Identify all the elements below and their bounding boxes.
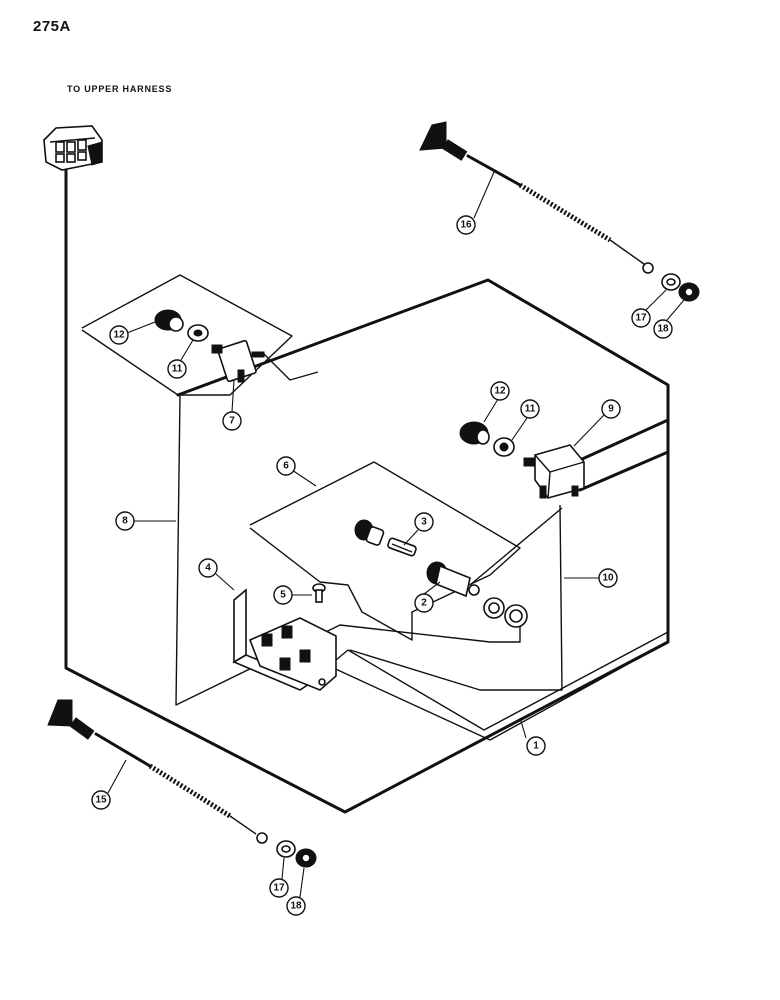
callout-c9: 9 xyxy=(601,399,621,419)
callout-number: 4 xyxy=(205,563,211,574)
callout-circle xyxy=(109,325,129,345)
callout-number: 12 xyxy=(113,330,125,341)
callout-number: 10 xyxy=(602,573,614,584)
callout-c12b: 12 xyxy=(490,381,510,401)
callout-c4: 4 xyxy=(198,558,218,578)
knob-12-right xyxy=(459,421,490,445)
nut-11-right xyxy=(493,437,515,457)
callout-circle xyxy=(526,736,546,756)
callout-c2: 2 xyxy=(414,593,434,613)
callout-circle xyxy=(167,359,187,379)
bracket-4 xyxy=(232,588,314,691)
callout-circle xyxy=(91,790,111,810)
callout-c6: 6 xyxy=(276,456,296,476)
callout-c8: 8 xyxy=(115,511,135,531)
upper-harness-connector xyxy=(43,125,103,171)
callout-number: 5 xyxy=(280,590,286,601)
callout-circle xyxy=(598,568,618,588)
callout-circle xyxy=(222,411,242,431)
callout-number: 2 xyxy=(421,598,427,609)
terminal-block xyxy=(248,617,337,691)
control-cable-15 xyxy=(47,699,268,844)
nut-11-left xyxy=(187,324,209,342)
callout-c10: 10 xyxy=(598,568,618,588)
wire-10 xyxy=(349,504,563,691)
callout-number: 17 xyxy=(273,883,285,894)
fuse-holder-washers xyxy=(483,597,528,628)
washer-17-lower xyxy=(276,840,296,858)
fuse-holder-2 xyxy=(426,561,480,598)
callout-circle xyxy=(653,319,673,339)
callout-number: 11 xyxy=(172,364,183,375)
callout-number: 3 xyxy=(421,517,427,528)
callout-circle xyxy=(414,593,434,613)
callout-circle xyxy=(631,308,651,328)
callout-circle xyxy=(276,456,296,476)
leader-lines xyxy=(107,171,685,898)
callout-number: 17 xyxy=(635,313,647,324)
nut-18-lower xyxy=(295,848,317,868)
callout-c3: 3 xyxy=(414,512,434,532)
callout-number: 11 xyxy=(525,404,536,415)
fuse-3 xyxy=(387,537,417,557)
callout-c11a: 11 xyxy=(167,359,187,379)
callout-circle xyxy=(269,878,289,898)
callout-number: 9 xyxy=(608,404,614,415)
harness-to-switch-9 xyxy=(315,641,669,741)
callout-number: 15 xyxy=(95,795,107,806)
callout-circle xyxy=(198,558,218,578)
screw-5 xyxy=(312,583,326,603)
callout-c18a: 18 xyxy=(653,319,673,339)
switch-9 xyxy=(523,444,585,499)
callout-circle xyxy=(456,215,476,235)
callout-circle xyxy=(490,381,510,401)
callout-number: 12 xyxy=(494,386,506,397)
harness-label: TO UPPER HARNESS xyxy=(67,84,173,94)
harness-to-switch-9-lower xyxy=(578,450,670,492)
callout-c11b: 11 xyxy=(520,399,540,419)
callout-c18b: 18 xyxy=(286,896,306,916)
callout-circle xyxy=(273,585,293,605)
callout-c17b: 17 xyxy=(269,878,289,898)
callout-c1: 1 xyxy=(526,736,546,756)
callout-c16: 16 xyxy=(456,215,476,235)
nut-18-upper xyxy=(678,282,700,302)
callout-c12a: 12 xyxy=(109,325,129,345)
callout-c7: 7 xyxy=(222,411,242,431)
fuse-cap xyxy=(354,519,385,546)
knob-12-left xyxy=(154,309,184,332)
page-number: 275A xyxy=(33,18,71,35)
callout-number: 6 xyxy=(283,461,289,472)
harness-branch-lines xyxy=(299,631,669,731)
callout-circle xyxy=(520,399,540,419)
callout-number: 7 xyxy=(229,416,235,427)
callout-number: 18 xyxy=(290,901,302,912)
callout-circle xyxy=(601,399,621,419)
control-cable-16 xyxy=(419,121,654,274)
callout-circle xyxy=(414,512,434,532)
washer-17-upper xyxy=(661,273,681,291)
callout-circle xyxy=(115,511,135,531)
callout-number: 8 xyxy=(122,516,128,527)
callout-c15: 15 xyxy=(91,790,111,810)
callout-c5: 5 xyxy=(273,585,293,605)
callout-number: 18 xyxy=(657,324,669,335)
group-outline-switch-7 xyxy=(81,274,293,396)
group-outline-fuse-holder xyxy=(249,461,521,641)
callout-c17a: 17 xyxy=(631,308,651,328)
wire-fuse-to-switch xyxy=(469,507,563,586)
callout-circle xyxy=(286,896,306,916)
callout-number: 16 xyxy=(460,220,472,231)
harness-to-switch-9-upper xyxy=(578,418,670,462)
callout-number: 1 xyxy=(533,741,539,752)
switch-7 xyxy=(211,339,319,383)
